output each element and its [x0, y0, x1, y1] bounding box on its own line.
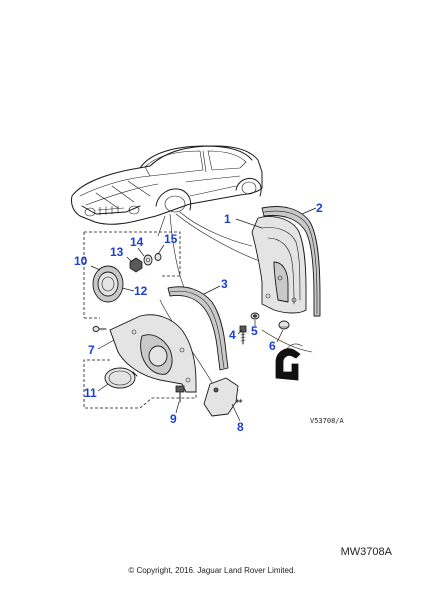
part-4-screw — [239, 325, 247, 345]
part-2-arch-seal — [261, 206, 321, 317]
callout-4: 4 — [229, 328, 236, 342]
copyright-notice: © Copyright, 2016. Jaguar Land Rover Lim… — [128, 566, 296, 575]
callout-14: 14 — [130, 235, 144, 249]
car-illustration — [71, 145, 263, 225]
callout-1: 1 — [224, 212, 231, 226]
part-6-clip — [278, 320, 290, 330]
part-7-splash-shield — [109, 314, 197, 393]
drawing-reference-code: V53708/A — [310, 417, 345, 425]
part-14-washer — [143, 254, 153, 266]
part-9-fixing — [175, 385, 185, 403]
callout-15: 15 — [164, 232, 178, 246]
callout-9: 9 — [170, 412, 177, 426]
sill-seal-profile — [275, 343, 303, 381]
callout-2: 2 — [316, 201, 323, 215]
part-15-stud — [154, 253, 162, 261]
part-1-arch-panel — [251, 216, 307, 314]
callout-3: 3 — [221, 277, 228, 291]
callout-12: 12 — [134, 284, 148, 298]
part-11-clamp-ring — [104, 367, 138, 389]
callout-8: 8 — [237, 420, 244, 434]
part-12-gaiter — [92, 265, 124, 303]
part-13-nut — [129, 257, 143, 273]
part-5-washer — [250, 312, 260, 320]
callout-6: 6 — [269, 339, 276, 353]
callout-leaders — [90, 207, 317, 422]
assembly-group-outline — [83, 231, 197, 409]
diagram-code: MW3708A — [340, 546, 392, 558]
callout-5: 5 — [251, 324, 258, 338]
callout-10: 10 — [74, 254, 88, 268]
part-3-seal-strip — [167, 286, 229, 371]
callout-13: 13 — [110, 245, 124, 259]
callout-7: 7 — [88, 343, 95, 357]
shield-fixing-screw — [92, 326, 107, 332]
callout-11: 11 — [84, 386, 97, 400]
mud-flap — [203, 377, 239, 417]
